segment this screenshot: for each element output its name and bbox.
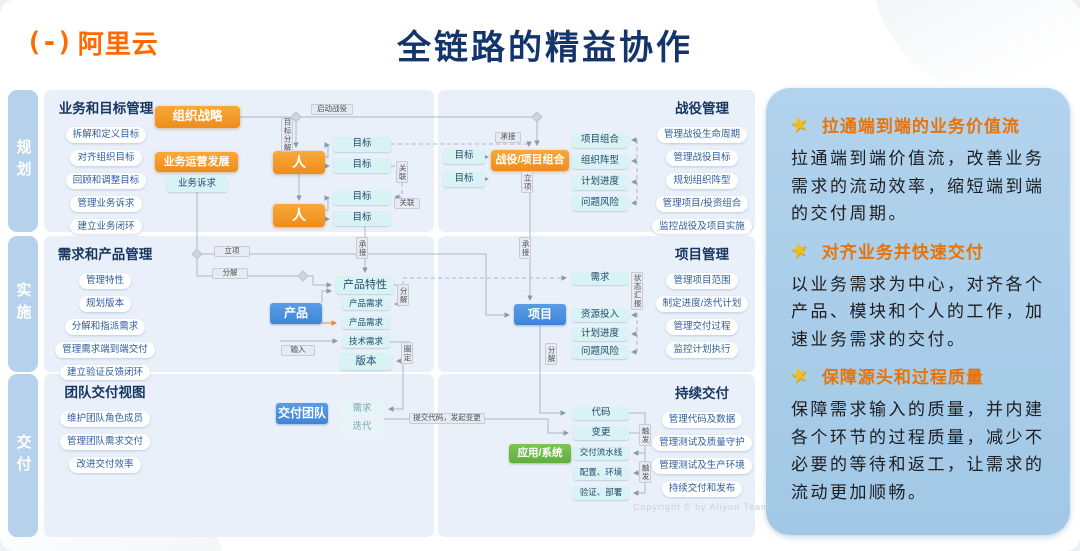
menu-item: 维护团队角色成员 xyxy=(59,411,150,427)
benefit-title: 保障源头和过程质量 xyxy=(821,368,984,388)
aliyun-logo-icon: (-) xyxy=(26,27,73,58)
menu-item: 建立业务闭环 xyxy=(70,218,142,235)
menu-item: 分解和指派需求 xyxy=(64,318,146,335)
menu-item: 管理团队需求交付 xyxy=(59,433,150,450)
menu-item: 回顾和调整目标 xyxy=(65,172,147,189)
menu-item: 监控战役及项目实施 xyxy=(652,218,752,235)
aliyun-logo-text: 阿里云 xyxy=(77,29,159,59)
menu-item: 管理测试及质量守护 xyxy=(652,434,752,451)
menu-item: 管理项目范围 xyxy=(666,273,738,289)
rail-delivery-label: 交付 xyxy=(14,433,32,478)
menu-item: 制定进度/迭代计划 xyxy=(655,295,749,312)
column-title: 战役管理 xyxy=(675,101,729,116)
copyright-watermark: Copyright © by Aliyun Team xyxy=(633,502,770,512)
menu-item: 管理项目/投资组合 xyxy=(655,195,749,212)
benefit-heading: ★ 对齐业务并快速交付 xyxy=(787,236,1046,264)
column-items: 管理代码及数据管理测试及质量守护管理测试及生产环境持续交付和发布 xyxy=(652,412,752,497)
band-delivery-left-bg xyxy=(44,374,434,537)
menu-item: 管理交付过程 xyxy=(666,318,738,335)
menu-item: 管理需求端到端交付 xyxy=(55,341,155,358)
rail-implementation: 实施 xyxy=(8,236,38,372)
menu-item: 改进交付效率 xyxy=(69,456,141,473)
rail-planning-label: 规划 xyxy=(14,139,32,183)
column-items: 管理项目范围制定进度/迭代计划管理交付过程监控计划执行 xyxy=(655,273,749,358)
column-team-delivery-view: 团队交付视图 维护团队角色成员管理团队需求交付改进交付效率 xyxy=(46,381,164,473)
column-items: 拆解和定义目标对齐组织目标回顾和调整目标管理业务诉求建立业务闭环 xyxy=(65,127,147,235)
rail-planning: 规划 xyxy=(8,90,38,232)
column-items: 管理战役生命周期管理战役目标规划组织阵型管理项目/投资组合监控战役及项目实施 xyxy=(652,127,752,235)
rail-delivery: 交付 xyxy=(8,374,38,537)
column-title: 持续交付 xyxy=(675,386,729,401)
benefit-heading: ★ 拉通端到端的业务价值流 xyxy=(787,111,1046,138)
benefit-title: 拉通端到端的业务价值流 xyxy=(821,117,1020,136)
aliyun-logo: (-) 阿里云 xyxy=(26,24,159,61)
benefit-body: 以业务需求为中心，对齐各个产品、模块和个人的工作，加速业务需求的交付。 xyxy=(791,274,1045,349)
column-items: 管理特性规划版本分解和指派需求管理需求端到端交付建立验证反馈闭环 xyxy=(55,273,155,381)
menu-item: 建立验证反馈闭环 xyxy=(59,364,150,381)
benefit-title: 对齐业务并快速交付 xyxy=(821,242,984,262)
menu-item: 管理测试及生产环境 xyxy=(652,457,752,474)
benefits-panel: ★ 拉通端到端的业务价值流拉通端到端价值流，改善业务需求的流动效率，缩短端到端的交… xyxy=(766,88,1070,535)
menu-item: 管理代码及数据 xyxy=(661,412,743,428)
menu-item: 规划版本 xyxy=(78,295,131,312)
column-campaign-mgmt: 战役管理 管理战役生命周期管理战役目标规划组织阵型管理项目/投资组合监控战役及项… xyxy=(652,97,752,235)
column-title: 业务和目标管理 xyxy=(58,101,154,116)
benefits-list: ★ 拉通端到端的业务价值流拉通端到端价值流，改善业务需求的流动效率，缩短端到端的交… xyxy=(787,111,1046,506)
column-biz-goal-mgmt: 业务和目标管理 拆解和定义目标对齐组织目标回顾和调整目标管理业务诉求建立业务闭环 xyxy=(48,97,164,235)
menu-item: 规划组织阵型 xyxy=(666,172,738,189)
menu-item: 监控计划执行 xyxy=(666,341,738,358)
menu-item: 持续交付和发布 xyxy=(661,480,743,497)
column-title: 团队交付视图 xyxy=(64,385,146,400)
menu-item: 管理业务诉求 xyxy=(70,195,142,212)
column-title: 需求和产品管理 xyxy=(57,247,153,262)
column-req-product-mgmt: 需求和产品管理 管理特性规划版本分解和指派需求管理需求端到端交付建立验证反馈闭环 xyxy=(44,243,166,381)
benefit-body: 保障需求输入的质量，并内建各个环节的过程质量，减少不必要的等待和返工，让需求的流… xyxy=(791,400,1045,502)
menu-item: 管理战役生命周期 xyxy=(656,127,747,143)
menu-item: 管理战役目标 xyxy=(666,149,738,166)
column-title: 项目管理 xyxy=(675,247,729,262)
page-title: 全链路的精益协作 xyxy=(397,29,693,67)
rail-implementation-label: 实施 xyxy=(14,282,32,326)
column-continuous-delivery: 持续交付 管理代码及数据管理测试及质量守护管理测试及生产环境持续交付和发布 xyxy=(652,382,752,497)
benefit-heading: ★ 保障源头和过程质量 xyxy=(787,362,1046,390)
benefit-body: 拉通端到端价值流，改善业务需求的流动效率，缩短端到端的交付周期。 xyxy=(791,149,1045,224)
menu-item: 管理特性 xyxy=(78,273,131,289)
star-icon: ★ xyxy=(787,111,812,138)
column-project-mgmt: 项目管理 管理项目范围制定进度/迭代计划管理交付过程监控计划执行 xyxy=(652,243,752,358)
star-icon: ★ xyxy=(787,236,812,264)
column-items: 维护团队角色成员管理团队需求交付改进交付效率 xyxy=(59,411,150,473)
menu-item: 拆解和定义目标 xyxy=(65,127,147,143)
menu-item: 对齐组织目标 xyxy=(70,149,142,166)
star-icon: ★ xyxy=(787,362,812,390)
